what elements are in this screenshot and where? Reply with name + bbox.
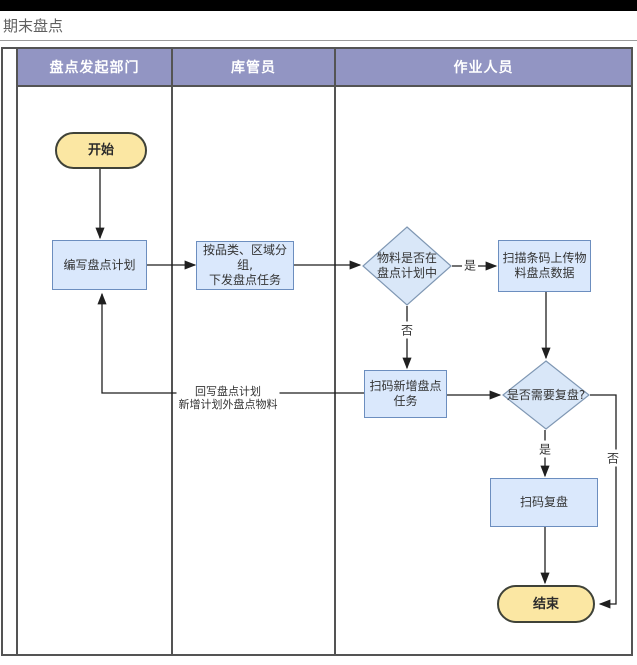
dispatch-tasks-node: 按品类、区域分组, 下发盘点任务 [196, 241, 294, 290]
material-in-plan-decision: 物料是否在 盘点计划中 [362, 226, 452, 306]
edge-label-no: 否 [398, 321, 416, 339]
title-divider [0, 40, 637, 41]
write-plan-node: 编写盘点计划 [52, 240, 147, 290]
lane-header-operators: 作业人员 [336, 49, 631, 87]
start-node: 开始 [55, 132, 147, 169]
lane-warehouse-keeper: 库管员 [173, 49, 336, 654]
edge-label-writeback: 回写盘点计划 新增计划外盘点物料 [176, 385, 280, 411]
scan-add-task-node: 扫码新增盘点 任务 [364, 370, 447, 418]
swimlane-pool: 盘点发起部门 库管员 作业人员 [1, 47, 633, 656]
edge-label-yes: 是 [461, 256, 479, 274]
need-recheck-decision: 是否需要复盘? [502, 360, 590, 430]
diamond-shape [362, 226, 452, 306]
lane-operators: 作业人员 [336, 49, 631, 654]
scan-upload-node: 扫描条码上传物 料盘点数据 [498, 240, 591, 292]
lane-body-initiating-department [18, 87, 171, 654]
lane-header-initiating-department: 盘点发起部门 [18, 49, 171, 87]
edge-label-no: 否 [604, 449, 622, 467]
edge-label-yes: 是 [536, 440, 554, 458]
decision-label: 物料是否在 盘点计划中 [376, 251, 437, 280]
lane-body-warehouse-keeper [173, 87, 334, 654]
lane-header-warehouse-keeper: 库管员 [173, 49, 334, 87]
diamond-shape [502, 360, 590, 430]
scan-recheck-node: 扫码复盘 [490, 478, 598, 527]
decision-label: 是否需要复盘? [506, 387, 586, 402]
diagram-title: 期末盘点 [3, 17, 64, 35]
pool-title-strip [3, 49, 18, 654]
end-node: 结束 [497, 585, 595, 623]
window-top-bar [0, 0, 637, 11]
